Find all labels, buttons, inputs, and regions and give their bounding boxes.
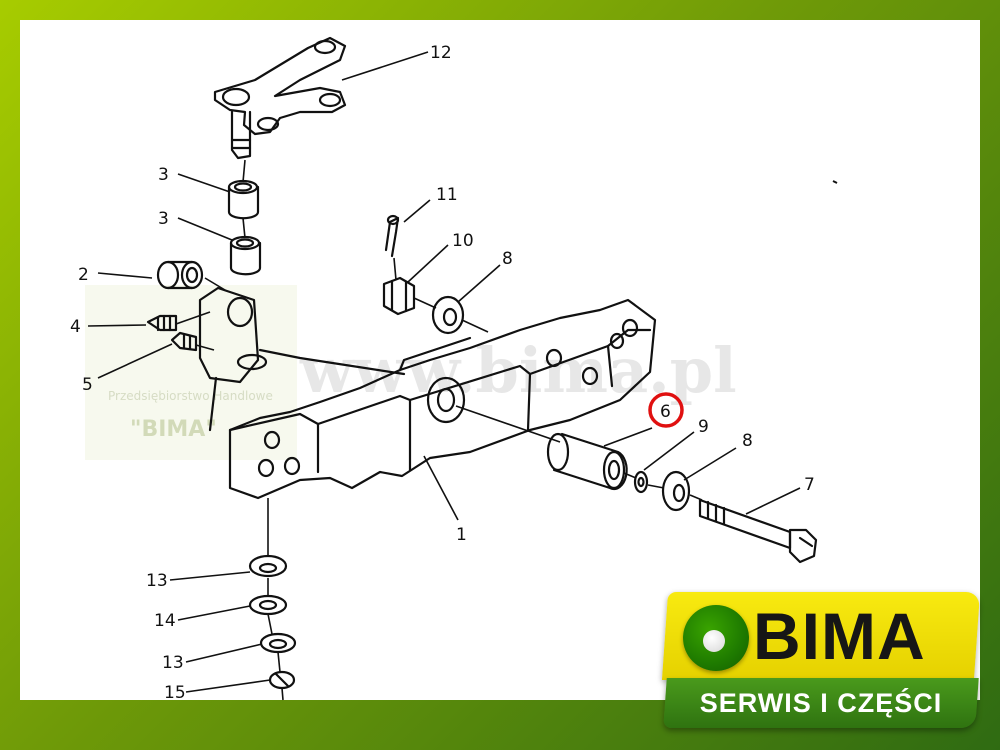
watermark: www.bima.pl Przedsiębiorstwo Handlowe "B… <box>85 285 737 460</box>
part-8-washer-lower <box>661 470 691 512</box>
part-8-washer-upper <box>431 295 465 335</box>
watermark-panel <box>85 285 297 460</box>
part-9-washer <box>633 470 649 494</box>
part-13-washer-upper <box>248 554 288 578</box>
part-11-cotter-pin <box>384 214 400 258</box>
label-4: 4 <box>70 317 81 337</box>
part-3-bushing-upper <box>227 179 260 220</box>
part-6-pivot-sleeve <box>546 432 628 491</box>
label-5: 5 <box>82 375 93 395</box>
watermark-company: Przedsiębiorstwo Handlowe <box>108 389 273 403</box>
leader-lines <box>87 51 801 701</box>
part-4-grease-nipple <box>146 314 178 332</box>
part-labels: 12 3 3 2 4 5 11 10 8 1 6 9 8 7 13 14 13 … <box>70 43 815 703</box>
part-7-bolt <box>698 498 818 564</box>
speck <box>832 180 838 184</box>
part-12-steering-arm <box>213 36 347 160</box>
label-3-upper: 3 <box>158 165 169 185</box>
label-6: 6 <box>660 402 671 422</box>
label-9: 9 <box>698 417 709 437</box>
label-3-lower: 3 <box>158 209 169 229</box>
label-1: 1 <box>456 525 467 545</box>
label-14: 14 <box>154 611 176 631</box>
bima-logo: BIMA SERWIS I CZĘŚCI <box>661 592 981 728</box>
part-2-bushing <box>156 260 204 290</box>
label-7: 7 <box>804 475 815 495</box>
part-5-grease-nipple <box>170 331 198 352</box>
logo-ball-highlight <box>703 630 725 652</box>
logo-tagline: SERWIS I CZĘŚCI <box>699 688 943 718</box>
label-13-upper: 13 <box>146 571 168 591</box>
label-13-lower: 13 <box>162 653 184 673</box>
logo-brand-text: BIMA <box>753 599 926 673</box>
label-11: 11 <box>436 185 458 205</box>
highlight-ring-part-6 <box>648 392 684 428</box>
part-3-bushing-lower <box>229 235 262 276</box>
label-12: 12 <box>430 43 452 63</box>
label-8-lower: 8 <box>742 431 753 451</box>
label-8-upper: 8 <box>502 249 513 269</box>
part-14-washer <box>248 594 288 616</box>
part-13-washer-lower <box>259 632 297 654</box>
part-15-lock-washer <box>268 670 296 690</box>
part-1-axle-beam <box>198 286 657 500</box>
label-10: 10 <box>452 231 474 251</box>
part-10-castle-nut <box>382 276 416 316</box>
label-2: 2 <box>78 265 89 285</box>
watermark-name: "BIMA" <box>130 417 217 442</box>
label-15: 15 <box>164 683 186 703</box>
